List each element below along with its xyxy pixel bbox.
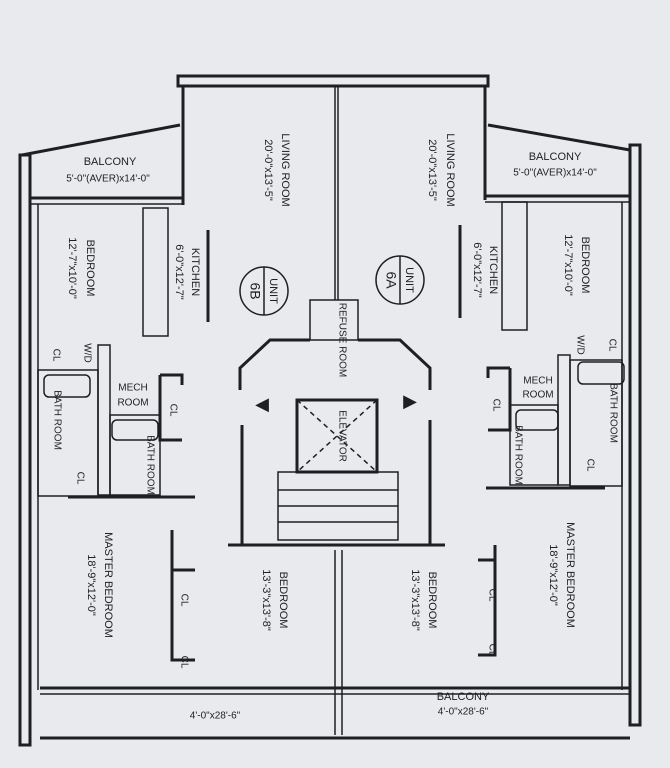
bath-6a-inner: BATH ROOM (512, 425, 523, 485)
closet-6b-5: CL (178, 656, 189, 669)
bath-6b-inner: BATH ROOM (144, 435, 155, 495)
arrow-right-icon: ▶ (403, 391, 417, 411)
unit-6b-label: UNIT (267, 278, 279, 304)
unit-6b-labels: BALCONY 5'-0"(AVER)x14'-0" LIVING ROOM 2… (50, 133, 291, 721)
closet-6b-4: CL (178, 594, 189, 607)
balcony-6a-size: 5'-0"(AVER)x14'-0" (513, 168, 597, 179)
balcony-6a-name: BALCONY (529, 151, 582, 163)
bedroom-6b-name: BEDROOM (84, 240, 96, 297)
master-bedroom-6b-size: 18'-9"x12'-0" (85, 554, 97, 616)
master-bedroom-6a-size: 18'-9"x12'-0" (547, 544, 559, 606)
kitchen-6a-name: KITCHEN (487, 246, 499, 294)
wd-6a: W/D (574, 335, 585, 354)
bedroom-6a-size: 12'-7"x10'-0" (562, 234, 574, 296)
refuse-room-label: REFUSE ROOM (336, 303, 347, 377)
closet-6b-2: CL (167, 404, 178, 417)
bedroom-6a-name: BEDROOM (579, 237, 591, 294)
kitchen-6a-size: 6'-0"x12'-7" (471, 242, 483, 298)
balcony-6b-size: 5'-0"(AVER)x14'-0" (66, 174, 150, 185)
living-room-6a-name: LIVING ROOM (444, 133, 456, 206)
bedroom-lower-6a-size: 13'-3"x13'-8" (409, 569, 421, 631)
closet-6a-3: CL (584, 459, 595, 472)
closet-6a-2: CL (490, 399, 501, 412)
bedroom-lower-6b-name: BEDROOM (277, 572, 289, 629)
bedroom-6b-size: 12'-7"x10'-0" (66, 237, 78, 299)
balcony-bottom-6b-size: 4'-0"x28'-6" (190, 711, 241, 722)
mech-6a-l2: ROOM (522, 390, 553, 401)
unit-6a-labels: BALCONY 5'-0"(AVER)x14'-0" LIVING ROOM 2… (375, 133, 618, 718)
living-room-6b-size: 20'-0"x13'-5" (262, 139, 274, 201)
unit-6a-number: 6A (383, 271, 399, 289)
bath-6a-outer: BATH ROOM (607, 383, 618, 443)
unit-6a-label: UNIT (403, 267, 415, 293)
wd-6b: W/D (81, 343, 92, 362)
closet-6a-5: CL (486, 644, 497, 657)
closet-6a-4: CL (486, 589, 497, 602)
arrow-left-icon: ◀ (255, 394, 269, 414)
mech-6a-l1: MECH (523, 376, 552, 387)
walls (18, 74, 642, 747)
balcony-6b-name: BALCONY (84, 156, 137, 168)
unit-6b-number: 6B (247, 282, 263, 299)
bedroom-lower-6b-size: 13'-3"x13'-8" (260, 569, 272, 631)
elevator-label: ELEVATOR (336, 410, 347, 462)
bath-6b-outer: BATH ROOM (51, 390, 62, 450)
master-bedroom-6b-name: MASTER BEDROOM (102, 532, 114, 638)
master-bedroom-6a-name: MASTER BEDROOM (564, 522, 576, 628)
bedroom-lower-6a-name: BEDROOM (426, 572, 438, 629)
living-room-6a-size: 20'-0"x13'-5" (426, 139, 438, 201)
mech-6b-l1: MECH (118, 383, 147, 394)
closet-6b-1: CL (50, 349, 61, 362)
mech-6b-l2: ROOM (117, 398, 148, 409)
kitchen-6b-size: 6'-0"x12'-7" (173, 244, 185, 300)
living-room-6b-name: LIVING ROOM (279, 133, 291, 206)
closet-6b-3: CL (74, 472, 85, 485)
kitchen-6b-name: KITCHEN (189, 248, 201, 296)
balcony-bottom-6a-size: 4'-0"x28'-6" (438, 707, 489, 718)
closet-6a-1: CL (606, 339, 617, 352)
balcony-bottom-6a-name: BALCONY (437, 691, 490, 703)
